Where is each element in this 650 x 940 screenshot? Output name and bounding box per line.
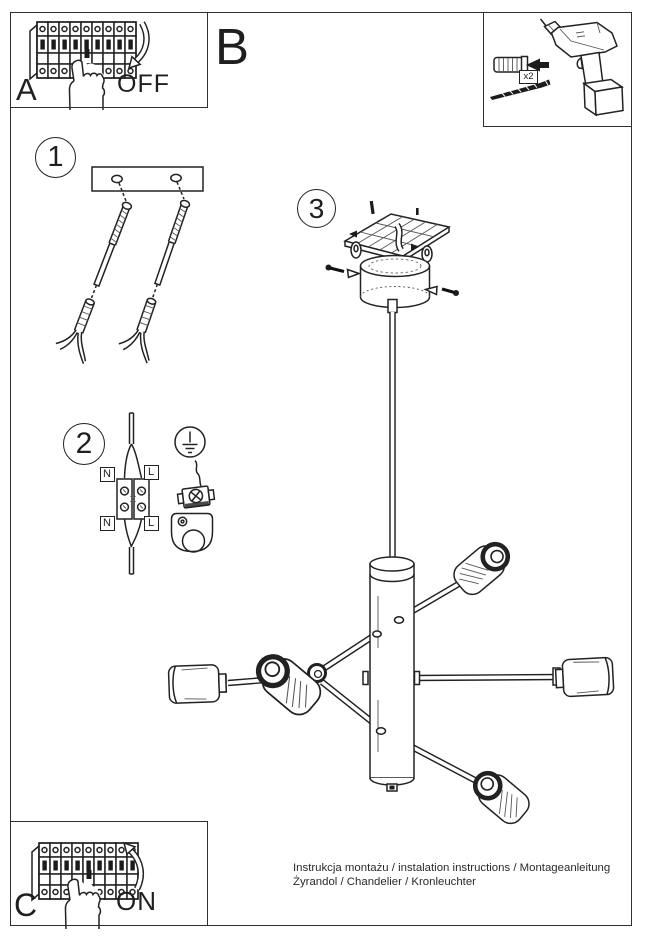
terminal-label-n-bottom: N (99, 515, 115, 531)
power-off-label: OFF (117, 70, 170, 98)
arm-joint (372, 630, 382, 638)
terminal-label-l-bottom: L (143, 515, 159, 531)
section-c-box (10, 821, 208, 926)
step2-illustration (116, 412, 216, 575)
breaker-panel-on-icon (32, 841, 145, 930)
section-a-label: A (16, 72, 37, 107)
power-on-label: ON (116, 886, 157, 916)
tools-illustration (490, 18, 624, 117)
plate-hole (111, 174, 123, 184)
ground-wire (194, 460, 202, 487)
step3-illustration (325, 200, 459, 567)
step-3-number: 3 (297, 189, 336, 228)
on-arrow-icon (122, 841, 145, 891)
hub-ring (307, 663, 327, 683)
section-b-label: B (215, 18, 250, 75)
off-arrow-icon (127, 21, 150, 70)
canopy (359, 254, 431, 309)
quantity-badge: x2 (519, 70, 538, 84)
arm-collar (413, 670, 421, 686)
terminal-label-n-top: N (99, 466, 115, 482)
step-2-number: 2 (63, 423, 105, 465)
footer-caption-line2: Żyrandol / Chandelier / Kronleuchter (293, 876, 476, 888)
breaker-panel-off-icon (30, 21, 150, 111)
page-border (10, 12, 632, 926)
ground-symbol-icon (174, 426, 206, 458)
ground-terminal (176, 485, 216, 509)
screw-icon (490, 79, 551, 100)
section-c-label: C (14, 887, 38, 923)
step1-illustration (51, 166, 204, 365)
hardware-box (483, 12, 632, 127)
arm-collar (362, 670, 369, 686)
side-screw-right (423, 285, 459, 296)
mounting-plate (91, 166, 204, 192)
hanger-bracket (349, 223, 433, 263)
wall-plug-icon (493, 55, 549, 74)
drill-icon (539, 18, 624, 117)
arm-joint (393, 616, 405, 624)
mains-cable (123, 412, 143, 575)
mounting-bracket (170, 512, 214, 553)
section-a-box (10, 12, 208, 108)
chandelier-illustration (167, 536, 615, 829)
terminal-label-l-top: L (143, 464, 159, 480)
step-1-number: 1 (35, 137, 76, 178)
side-screw-left (325, 264, 362, 279)
footer-caption-line1: Instrukcja montażu / instalation instruc… (293, 862, 611, 874)
plate-hole (170, 173, 182, 183)
arm-joint (375, 727, 387, 735)
terminal-block (116, 478, 150, 520)
chandelier-tube (369, 556, 415, 792)
